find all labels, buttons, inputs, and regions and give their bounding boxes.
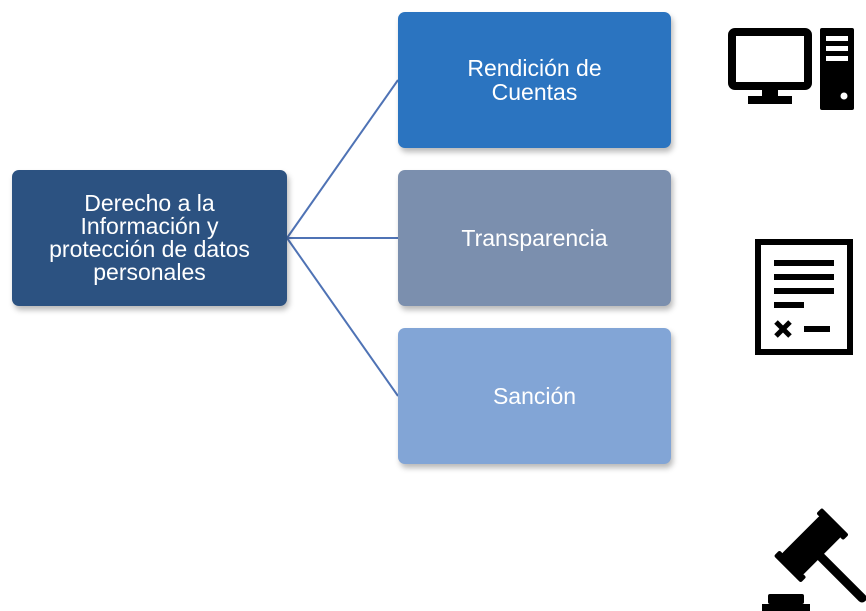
node-transparencia-label: Transparencia (461, 225, 608, 251)
connector-rendicion (286, 79, 399, 239)
document-icon (755, 239, 853, 355)
node-rendicion-label: Rendición de Cuentas (467, 55, 602, 105)
root-node-label: Derecho a la Información y protección de… (49, 190, 250, 285)
node-sancion: Sanción (398, 328, 671, 464)
node-sancion-label: Sanción (492, 383, 577, 409)
node-transparencia: Transparencia (398, 170, 671, 306)
computer-icon (728, 28, 854, 110)
root-node: Derecho a la Información y protección de… (12, 170, 287, 306)
node-rendicion-de-cuentas: Rendición de Cuentas (398, 12, 671, 148)
gavel-icon (762, 508, 866, 611)
connector-sancion (286, 237, 399, 397)
